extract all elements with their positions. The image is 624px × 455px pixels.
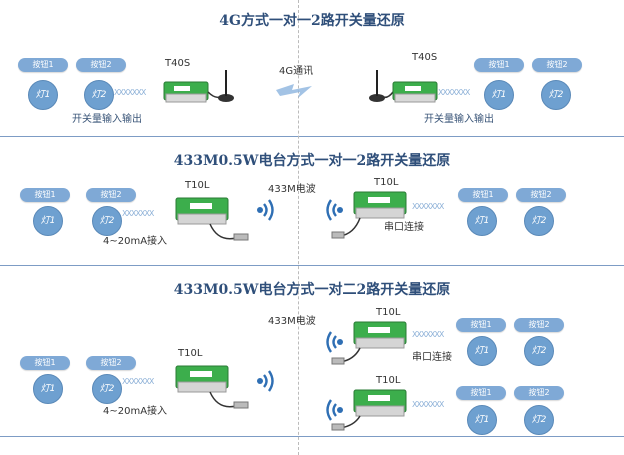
s1-right-model: T40S <box>412 52 438 63</box>
s1-link-label: 4G通讯 <box>279 66 314 77</box>
s3-right-a-wire: XXXXXXX <box>412 331 444 339</box>
s3-left-wire: XXXXXXX <box>122 378 154 386</box>
s3-right-b-button-2[interactable]: 按钮2 <box>514 386 564 400</box>
s3-right-a-lamp-2: 灯2 <box>524 336 554 366</box>
s3-right-a-io-label: 串口连接 <box>412 352 452 363</box>
s3-right-b-t10l-device <box>330 386 414 436</box>
s2-left-signal-icon <box>256 198 278 222</box>
s1-right-lamp-2: 灯2 <box>541 80 571 110</box>
s1-left-io-label: 开关量输入输出 <box>72 114 142 125</box>
s2-left-model: T10L <box>185 180 210 191</box>
s2-link-label: 433M电波 <box>268 184 316 195</box>
section3-title: 433M0.5W电台方式一对二2路开关量还原 <box>173 282 451 298</box>
s2-right-io-label: 串口连接 <box>384 222 424 233</box>
section-divider-1 <box>0 136 624 137</box>
s1-left-button-1[interactable]: 按钮1 <box>18 58 68 72</box>
s3-right-a-button-2[interactable]: 按钮2 <box>514 318 564 332</box>
s2-left-lamp-1: 灯1 <box>33 206 63 236</box>
s1-left-lamp-2: 灯2 <box>84 80 114 110</box>
s2-right-model: T10L <box>374 177 399 188</box>
section2-title: 433M0.5W电台方式一对一2路开关量还原 <box>173 153 451 169</box>
s3-right-a-signal-icon <box>322 330 344 354</box>
s3-link-label: 433M电波 <box>268 316 316 327</box>
s3-right-b-lamp-2: 灯2 <box>524 405 554 435</box>
s2-right-lamp-2: 灯2 <box>524 206 554 236</box>
s1-right-wire: XXXXXXX <box>438 89 470 97</box>
s3-left-io-label: 4~20mA接入 <box>103 406 168 417</box>
s3-left-lamp-1: 灯1 <box>33 374 63 404</box>
s2-right-button-1[interactable]: 按钮1 <box>458 188 508 202</box>
s3-left-button-2[interactable]: 按钮2 <box>86 356 136 370</box>
s3-right-b-signal-icon <box>322 398 344 422</box>
s1-right-button-2[interactable]: 按钮2 <box>532 58 582 72</box>
s1-left-lamp-1: 灯1 <box>28 80 58 110</box>
s2-right-button-2[interactable]: 按钮2 <box>516 188 566 202</box>
s1-right-t40s-device <box>365 70 441 110</box>
s2-left-io-label: 4~20mA接入 <box>103 236 168 247</box>
s3-right-b-button-1[interactable]: 按钮1 <box>456 386 506 400</box>
lightning-icon <box>272 78 324 102</box>
s3-right-b-lamp-1: 灯1 <box>467 405 497 435</box>
s2-right-lamp-1: 灯1 <box>467 206 497 236</box>
s3-right-a-t10l-device <box>330 318 414 370</box>
s1-left-model: T40S <box>165 58 191 69</box>
section-divider-2 <box>0 265 624 266</box>
s2-right-t10l-device <box>330 188 414 244</box>
s1-left-wire: XXXXXXX <box>114 89 146 97</box>
s2-left-wire: XXXXXXX <box>122 210 154 218</box>
s2-left-lamp-2: 灯2 <box>92 206 122 236</box>
s3-right-b-model: T10L <box>376 375 401 386</box>
s1-right-button-1[interactable]: 按钮1 <box>474 58 524 72</box>
s2-left-button-2[interactable]: 按钮2 <box>86 188 136 202</box>
s2-left-button-1[interactable]: 按钮1 <box>20 188 70 202</box>
s3-right-b-wire: XXXXXXX <box>412 401 444 409</box>
s3-left-signal-icon <box>256 369 278 393</box>
s1-left-t40s-device <box>160 70 236 110</box>
s2-right-wire: XXXXXXX <box>412 203 444 211</box>
s2-left-t10l-device <box>170 192 260 252</box>
s3-left-model: T10L <box>178 348 203 359</box>
s1-right-io-label: 开关量输入输出 <box>424 114 494 125</box>
section1-title: 4G方式一对一2路开关量还原 <box>219 13 405 29</box>
section-divider-3 <box>0 436 624 437</box>
s3-left-t10l-device <box>170 360 260 420</box>
s3-left-button-1[interactable]: 按钮1 <box>20 356 70 370</box>
s1-right-lamp-1: 灯1 <box>484 80 514 110</box>
s3-right-a-lamp-1: 灯1 <box>467 336 497 366</box>
center-divider <box>298 0 299 455</box>
s1-left-button-2[interactable]: 按钮2 <box>76 58 126 72</box>
s3-right-a-button-1[interactable]: 按钮1 <box>456 318 506 332</box>
s3-right-a-model: T10L <box>376 307 401 318</box>
s3-left-lamp-2: 灯2 <box>92 374 122 404</box>
s2-right-signal-icon <box>322 198 344 222</box>
